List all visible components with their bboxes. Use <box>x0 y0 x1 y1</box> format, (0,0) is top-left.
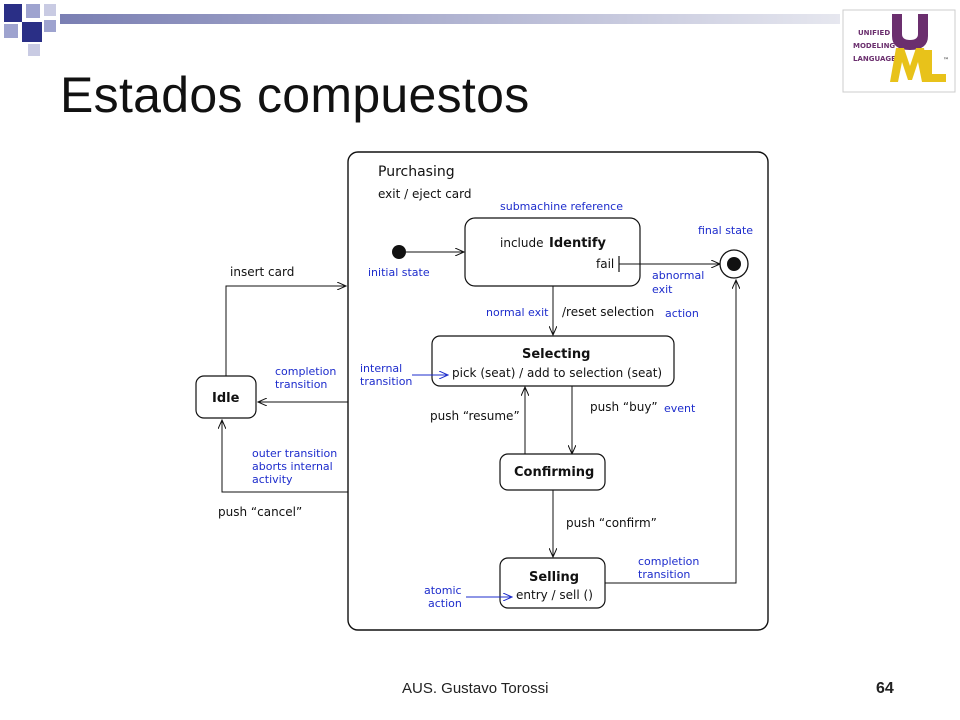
outer-transition-label: outer transition <box>252 447 337 460</box>
completion-transition-label: completion <box>275 365 336 378</box>
abnormal-exit-label: abnormal <box>652 269 704 282</box>
action-label: action <box>665 307 699 320</box>
initial-state-label: initial state <box>368 266 430 279</box>
abnormal-exit-label: exit <box>652 283 673 296</box>
final-state-inner <box>727 257 741 271</box>
atomic-action-label: atomic <box>424 584 462 597</box>
completion-transition-selling-label: transition <box>638 568 690 581</box>
reset-selection-label: /reset selection <box>562 305 654 319</box>
corner-square <box>28 44 40 56</box>
atomic-action-label: action <box>428 597 462 610</box>
push-buy-label: push “buy” <box>590 400 658 414</box>
outer-transition-label: aborts internal <box>252 460 333 473</box>
push-cancel-label: push “cancel” <box>218 505 302 519</box>
selling-entry-action: entry / sell () <box>516 588 593 602</box>
normal-exit-label: normal exit <box>486 306 549 319</box>
corner-square <box>44 20 56 32</box>
selecting-state <box>431 335 675 387</box>
insert-card-label: insert card <box>230 265 294 279</box>
corner-square <box>4 4 22 22</box>
internal-transition-label: transition <box>360 375 412 388</box>
idle-state-name: Idle <box>212 391 240 406</box>
header-gradient-bar <box>60 14 840 24</box>
push-cancel-arrow <box>222 420 348 493</box>
corner-square <box>4 24 18 38</box>
initial-state-dot <box>392 245 406 259</box>
purchasing-exit-action: exit / eject card <box>378 187 472 201</box>
identify-state <box>464 217 641 287</box>
push-resume-label: push “resume” <box>430 409 520 423</box>
selling-state-name: Selling <box>529 570 579 585</box>
purchasing-label: Purchasing <box>378 164 455 180</box>
insert-card-arrow <box>225 286 346 376</box>
selecting-state-name: Selecting <box>522 347 590 362</box>
slide-title: Estados compuestos <box>60 67 530 123</box>
identify-fail-label: fail <box>596 257 614 271</box>
internal-transition-label: internal <box>360 362 402 375</box>
final-state-label: final state <box>698 224 753 237</box>
purchasing-composite-state <box>347 151 769 631</box>
footer-author: AUS. Gustavo Torossi <box>402 680 549 697</box>
confirming-state-name: Confirming <box>514 465 594 480</box>
identify-state-name: Identify <box>549 236 607 251</box>
outer-transition-label: activity <box>252 473 293 486</box>
submachine-reference-label: submachine reference <box>500 200 623 213</box>
event-label: event <box>664 402 696 415</box>
push-confirm-label: push “confirm” <box>566 516 657 530</box>
corner-square <box>44 4 56 16</box>
corner-square <box>26 4 40 18</box>
selling-completion-arrow <box>605 280 736 584</box>
selecting-internal-transition: pick (seat) / add to selection (seat) <box>452 366 662 380</box>
corner-square <box>22 22 42 42</box>
page-number: 64 <box>876 680 894 697</box>
completion-transition-label: transition <box>275 378 327 391</box>
identify-include-label: include <box>500 236 543 250</box>
completion-transition-selling-label: completion <box>638 555 699 568</box>
